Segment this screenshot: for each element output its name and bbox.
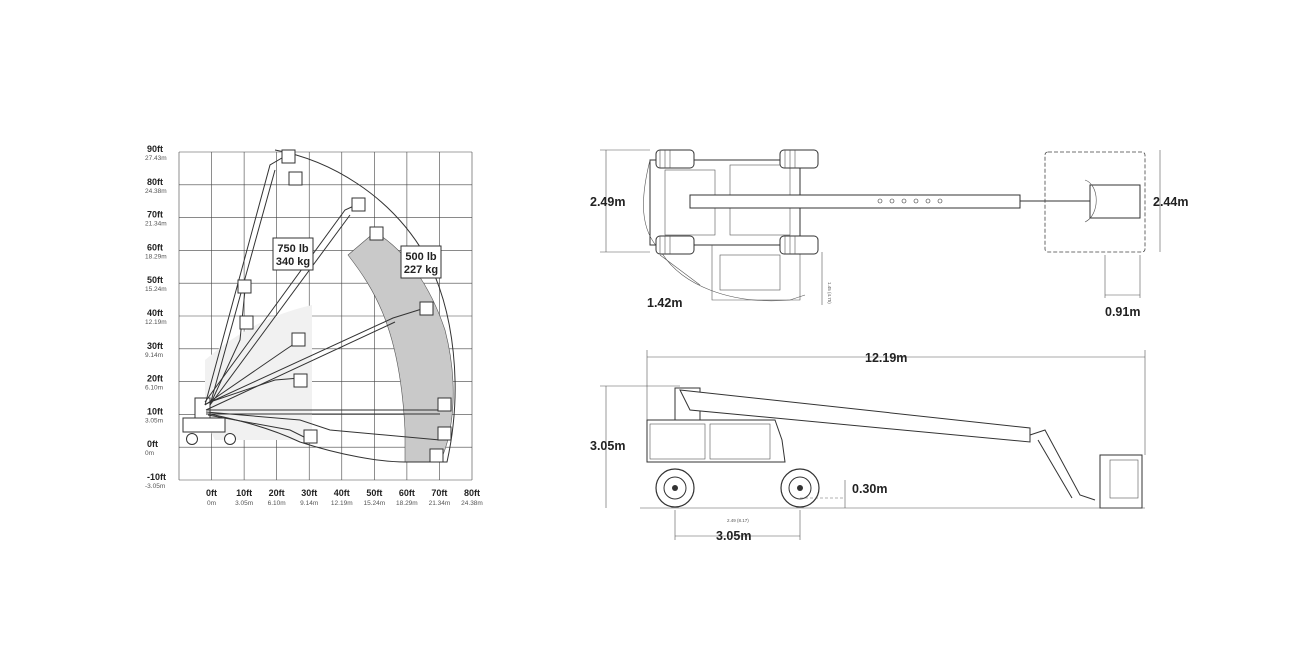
tail-swing-dimension-label: 1.42m [647, 296, 682, 310]
chart-platforms [237, 149, 452, 463]
y-tick-label: 90ft [147, 144, 163, 154]
side-view-chassis [646, 419, 786, 463]
platform-width-dimension-label: 2.44m [1153, 195, 1188, 209]
y-tick-sublabel: 0m [145, 450, 154, 457]
x-tick-label: 10ft [236, 488, 252, 498]
side-view-wheels [655, 468, 820, 508]
x-tick-sublabel: 24.38m [461, 500, 483, 507]
y-tick-label: 30ft [147, 341, 163, 351]
y-tick-label: 80ft [147, 177, 163, 187]
x-tick-label: 0ft [206, 488, 217, 498]
y-tick-sublabel: 12.19m [145, 319, 167, 326]
wheel-front-right [779, 149, 819, 169]
y-tick-label: 40ft [147, 308, 163, 318]
svg-text:227 kg: 227 kg [404, 264, 438, 276]
wheel-front-left [655, 149, 695, 169]
svg-text:750 lb: 750 lb [277, 243, 308, 255]
y-tick-label: 10ft [147, 406, 163, 416]
chart-booms [204, 154, 441, 441]
x-tick-sublabel: 0m [207, 500, 216, 507]
y-tick-sublabel: -3.05m [145, 483, 165, 490]
y-tick-sublabel: 3.05m [145, 417, 163, 424]
top-view-platform [1044, 151, 1146, 253]
svg-text:500 lb: 500 lb [405, 251, 436, 263]
wheel-rear-left [655, 235, 695, 255]
side-view-platform [1099, 454, 1143, 509]
x-tick-sublabel: 6.10m [268, 500, 286, 507]
svg-text:1.45 (4.75): 1.45 (4.75) [827, 282, 832, 304]
ground-clearance-dimension-label: 0.30m [852, 482, 887, 496]
x-tick-label: 80ft [464, 488, 480, 498]
svg-text:340 kg: 340 kg [276, 256, 310, 268]
side-view-drawing: 12.19m 3.05m 0.30m 3.05m 2.49 (8.17) [590, 350, 1146, 543]
x-tick-label: 30ft [301, 488, 317, 498]
y-tick-sublabel: 21.34m [145, 221, 167, 228]
x-tick-sublabel: 12.19m [331, 500, 353, 507]
x-tick-sublabel: 3.05m [235, 500, 253, 507]
restricted-envelope-zone [205, 305, 312, 440]
top-view-boom [689, 194, 1021, 209]
x-axis-labels: 0ft 0m 10ft 3.05m 20ft 6.10m 30ft 9.14m 40ft 12.1… [206, 488, 483, 507]
y-tick-sublabel: 15.24m [145, 286, 167, 293]
wheel-rear-right [779, 235, 819, 255]
y-tick-label: 20ft [147, 374, 163, 384]
y-tick-label: 70ft [147, 210, 163, 220]
x-tick-sublabel: 9.14m [300, 500, 318, 507]
x-tick-label: 60ft [399, 488, 415, 498]
y-tick-sublabel: 9.14m [145, 352, 163, 359]
side-view-boom [679, 389, 1031, 443]
platform-depth-dimension-label: 0.91m [1105, 305, 1140, 319]
overall-length-dimension-label: 12.19m [865, 351, 907, 365]
x-tick-label: 40ft [334, 488, 350, 498]
x-tick-sublabel: 15.24m [363, 500, 385, 507]
x-tick-label: 50ft [366, 488, 382, 498]
y-tick-sublabel: 27.43m [145, 155, 167, 162]
y-tick-sublabel: 18.29m [145, 253, 167, 260]
wheelbase-dimension-label: 3.05m [716, 529, 751, 543]
x-tick-sublabel: 21.34m [429, 500, 451, 507]
x-tick-sublabel: 18.29m [396, 500, 418, 507]
svg-text:2.49 (8.17): 2.49 (8.17) [727, 518, 749, 523]
width-dimension-label: 2.49m [590, 195, 625, 209]
y-tick-label: -10ft [147, 472, 166, 482]
y-tick-sublabel: 24.38m [145, 188, 167, 195]
stowed-height-dimension-label: 3.05m [590, 439, 625, 453]
top-view-drawing: 2.49m 2.44m 1.42m 0.91m 1.45 (4.75) [590, 149, 1188, 319]
y-tick-label: 60ft [147, 242, 163, 252]
x-tick-label: 20ft [269, 488, 285, 498]
y-tick-sublabel: 6.10m [145, 385, 163, 392]
y-tick-label: 50ft [147, 275, 163, 285]
unrestricted-load-label: 500 lb 227 kg [400, 245, 442, 279]
x-tick-label: 70ft [431, 488, 447, 498]
restricted-load-label: 750 lb 340 kg [272, 237, 314, 271]
y-tick-label: 0ft [147, 439, 158, 449]
